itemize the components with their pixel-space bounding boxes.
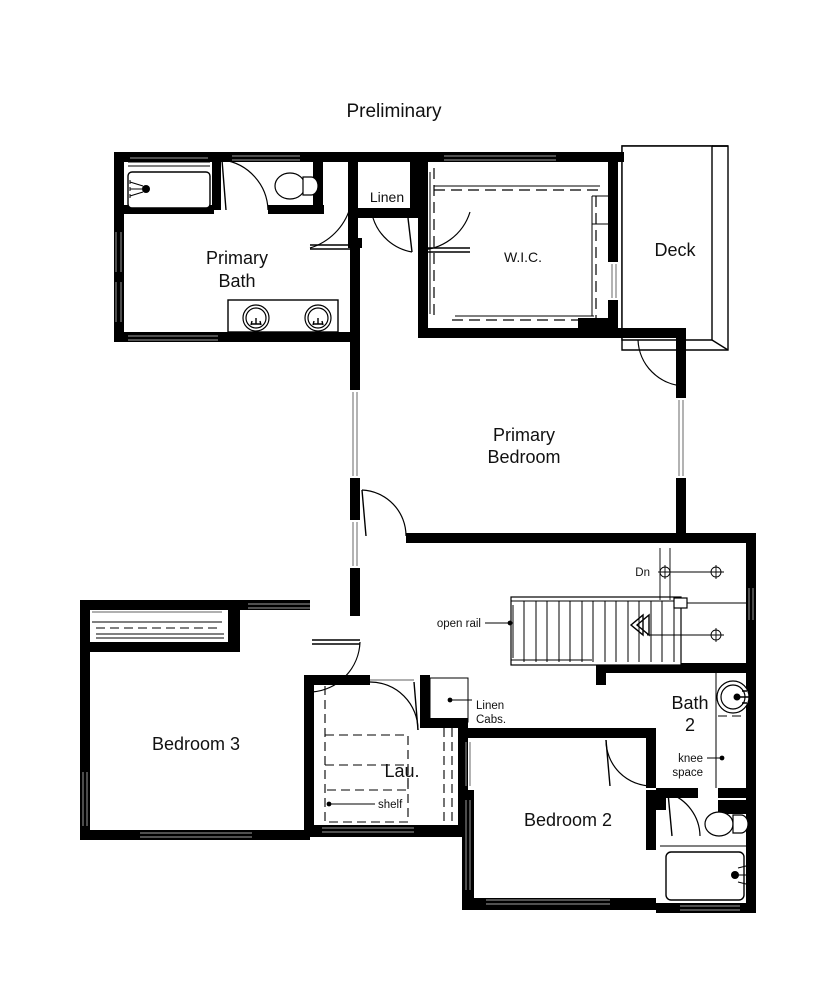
annotation-knee-space-line2: space [672,767,703,779]
walls-bath-2 [656,673,756,913]
window-group-bedroom-2 [465,742,610,905]
room-label-primary-bedroom-line2: Bedroom [487,447,560,467]
fixture-toilet-bath2 [704,811,749,837]
walls-upper [114,152,624,348]
annotation-linen-cabs-line1: Linen [476,700,504,712]
room-label-primary-bath-line2: Bath [218,271,255,291]
room-label-primary-bedroom-line1: Primary [493,425,555,445]
room-label-deck: Deck [654,240,696,260]
stair-dimension-lines [647,548,754,642]
page-title: Preliminary [346,101,442,122]
door-primary-bath [309,207,351,250]
fixture-double-vanity [227,299,339,333]
annotation-shelf-text: shelf [378,799,403,811]
room-label-bath-2-line2: 2 [685,715,695,735]
room-deck: Deck [621,145,729,351]
room-label-bedroom-3: Bedroom 3 [152,734,240,754]
walls-primary-bedroom [350,328,756,616]
annotation-linen-cabs-line2: Cabs. [476,714,506,726]
window-laundry [322,827,414,833]
laundry-shelving [324,686,453,825]
fixture-sink-bath2 [715,673,754,788]
fixture-toilet-primary [274,172,319,200]
fixture-stairs [510,596,688,666]
annotation-linen-cabs: Linen Cabs. [429,677,506,726]
annotation-knee-space-line1: knee [678,753,703,765]
door-wic [417,211,471,253]
room-label-laundry: Lau. [384,761,419,781]
room-label-bath-2-line1: Bath [671,693,708,713]
room-label-primary-bath-line1: Primary [206,248,268,268]
door-primary-bedroom [361,489,407,537]
window-wic-deck [611,264,617,298]
walls-stair-hall [596,533,756,685]
bedroom-3-closet [92,603,310,639]
fixture-tub [660,845,752,901]
annotation-open-rail: open rail [437,618,513,630]
door-bedroom-2 [605,739,653,787]
window-group-bedroom-3 [82,772,252,838]
room-label-linen: Linen [370,189,404,205]
door-laundry [369,679,419,731]
door-deck [637,339,685,387]
window-group-primary-bedroom [352,392,684,566]
annotation-shelf: shelf [326,799,403,811]
door-bath-2 [667,792,701,837]
room-label-wic: W.I.C. [504,249,542,265]
walls-bedroom-3 [80,600,310,840]
wic-shelving: W.I.C. [429,155,608,321]
annotation-open-rail-text: open rail [437,618,481,630]
walls-bedroom-2 [462,728,656,910]
annotation-dn: Dn [635,567,650,579]
window-bath-2 [680,905,740,911]
door-toilet-compartment [221,159,269,211]
fixture-shower [127,161,211,209]
annotation-knee-space: knee space [672,753,725,779]
room-label-bedroom-2: Bedroom 2 [524,810,612,830]
window-group-bath [115,155,300,341]
door-linen [372,217,413,253]
